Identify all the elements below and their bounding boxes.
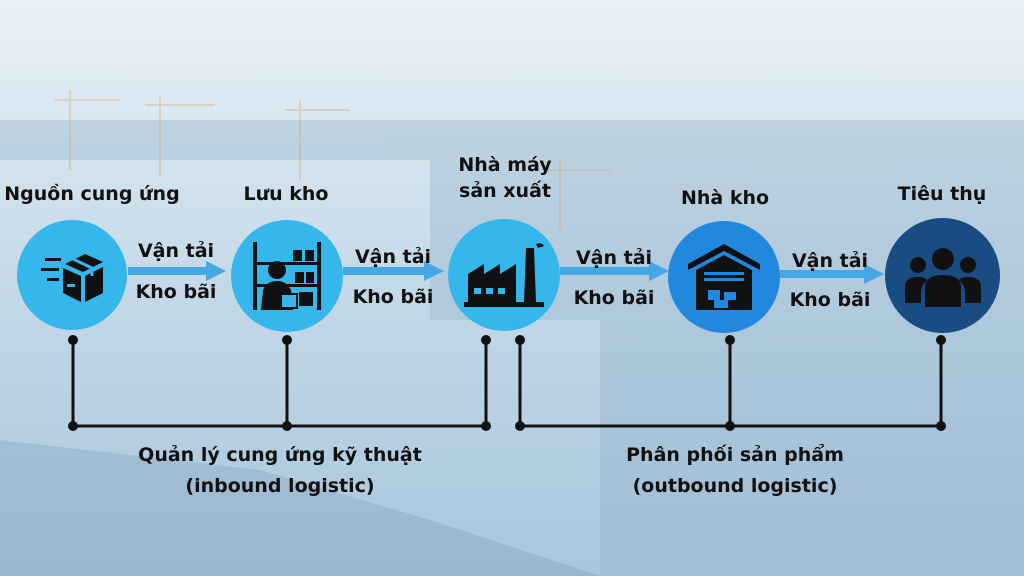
arrow-2 <box>343 261 444 281</box>
arrow-3 <box>560 261 669 281</box>
edge-2-bottom-label: Kho bãi <box>352 286 434 308</box>
node-circle-consumption <box>885 218 1000 333</box>
edge-4-bottom-label: Kho bãi <box>789 289 871 311</box>
node-circle-warehouse <box>668 221 780 333</box>
edge-1-top-label: Vận tải <box>137 240 215 262</box>
node-circle-storage <box>231 220 343 332</box>
node-label-supply: Nguồn cung ứng <box>4 183 180 205</box>
flow-arrows <box>128 261 884 284</box>
edge-3-bottom-label: Kho bãi <box>573 287 655 309</box>
box-delivery-icon <box>41 254 103 302</box>
node-label-factory: Nhà máy sản xuất <box>458 154 552 202</box>
edge-4-top-label: Vận tải <box>791 250 869 272</box>
outbound-subtitle: (outbound logistic) <box>632 475 838 497</box>
warehouse-worker-icon <box>253 242 321 310</box>
edge-2-top-label: Vận tải <box>354 246 432 268</box>
inbound-title: Quản lý cung ứng kỹ thuật <box>138 444 422 466</box>
arrow-1 <box>128 261 226 281</box>
node-label-storage: Lưu kho <box>243 183 329 205</box>
factory-icon <box>464 243 544 307</box>
inbound-subtitle: (inbound logistic) <box>185 475 375 497</box>
inbound-caption: Quản lý cung ứng kỹ thuật (inbound logis… <box>110 440 450 502</box>
warehouse-building-icon <box>688 244 760 310</box>
node-label-warehouse: Nhà kho <box>680 187 770 209</box>
consumers-icon <box>904 247 981 307</box>
inbound-bracket <box>71 340 488 428</box>
outbound-caption: Phân phối sản phẩm (outbound logistic) <box>580 440 890 502</box>
node-label-consumption: Tiêu thụ <box>897 183 987 205</box>
edge-1-bottom-label: Kho bãi <box>135 281 217 303</box>
outbound-bracket <box>518 340 943 428</box>
outbound-title: Phân phối sản phẩm <box>626 444 844 466</box>
arrow-4 <box>780 264 884 284</box>
edge-3-top-label: Vận tải <box>575 247 653 269</box>
node-circle-supply <box>17 220 127 330</box>
node-circle-factory <box>448 219 560 331</box>
